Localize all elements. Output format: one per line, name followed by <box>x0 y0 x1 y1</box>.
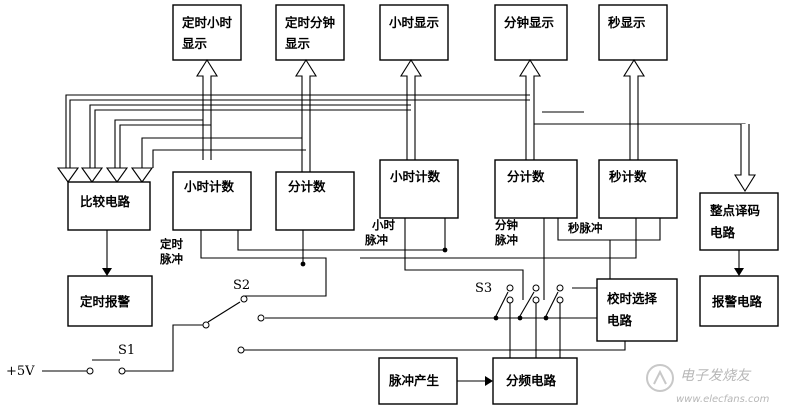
pulse-gen-label: 脉冲产生 <box>388 373 440 388</box>
timer-pulse-label-2: 脉冲 <box>159 252 183 266</box>
switch-s3-label: S3 <box>475 281 492 296</box>
timer-alarm-label: 定时报警 <box>79 294 131 309</box>
bus-arrow-timer-min <box>295 58 317 100</box>
pulse-gen-block: 脉冲产生 <box>378 357 458 405</box>
watermark-url: www.elecfans.com <box>676 394 770 405</box>
timer-min-display-label-1: 定时分钟 <box>284 15 335 30</box>
timer-min-display-block: 定时分钟 显示 <box>275 4 345 61</box>
min-display-label: 分钟显示 <box>504 15 555 30</box>
chime-decode-block: 整点译码 电路 <box>699 192 779 251</box>
supply-label: +5V <box>6 364 35 379</box>
sec-count-block: 秒计数 <box>598 159 678 219</box>
timer-hour-display-block: 定时小时 显示 <box>172 4 242 61</box>
chime-to-alarm-arrowhead <box>734 268 744 276</box>
hour-count-block: 小时计数 <box>379 159 459 219</box>
hour-pulse-label-1: 小时 <box>371 218 395 232</box>
divider-label: 分频电路 <box>506 373 557 388</box>
timer-hour-display-label-2: 显示 <box>182 36 208 51</box>
compare-to-alarm-arrowhead <box>102 268 112 276</box>
timer-min-count-label: 分计数 <box>288 179 326 194</box>
compare-input-arrows <box>56 167 154 183</box>
hour-pulse-label-2: 脉冲 <box>364 233 388 247</box>
sec-count-label: 秒计数 <box>609 169 647 184</box>
hour-count-label: 小时计数 <box>389 169 441 184</box>
bus-arrow-chime <box>734 124 756 193</box>
time-select-label-1: 校时选择 <box>607 291 658 306</box>
chime-decode-label-1: 整点译码 <box>710 203 760 218</box>
switch-s1-label: S1 <box>118 343 135 358</box>
compare-block: 比较电路 <box>67 181 151 231</box>
timer-hour-display-label-1: 定时小时 <box>181 15 233 30</box>
hour-display-label: 小时显示 <box>388 15 440 30</box>
alarm-circuit-label: 报警电路 <box>712 294 763 309</box>
min-pulse-label-1: 分钟 <box>495 218 518 232</box>
bus-arrow-sec <box>623 58 645 160</box>
signal-wiring <box>42 218 661 372</box>
compare-label: 比较电路 <box>80 194 131 209</box>
bus-arrow-timer-hour <box>196 58 218 100</box>
compare-feedback-bus <box>65 94 746 175</box>
divider-block: 分频电路 <box>492 357 578 405</box>
min-display-block: 分钟显示 <box>494 4 568 61</box>
timer-min-display-label-2: 显示 <box>285 36 311 51</box>
timer-min-count-block: 分计数 <box>275 171 355 231</box>
pulse-to-divider-arrowhead <box>485 376 493 386</box>
time-select-label-2: 电路 <box>607 313 633 328</box>
min-count-block: 分计数 <box>494 159 578 219</box>
hour-display-block: 小时显示 <box>379 4 449 61</box>
timer-pulse-label-1: 定时 <box>160 237 183 251</box>
timer-hour-count-block: 小时计数 <box>172 171 252 231</box>
min-pulse-label-2: 脉冲 <box>494 233 518 247</box>
junction-dots <box>300 247 549 321</box>
bus-arrow-min <box>519 58 541 160</box>
watermark-logo <box>646 364 674 392</box>
watermark-text: 电子发烧友 <box>680 368 752 384</box>
switch-s2-label: S2 <box>233 278 250 293</box>
switch-terminals <box>86 284 564 375</box>
min-count-label: 分计数 <box>507 169 545 184</box>
sec-display-block: 秒显示 <box>598 4 668 61</box>
time-select-block: 校时选择 电路 <box>596 278 678 342</box>
sec-pulse-label: 秒脉冲 <box>568 221 603 235</box>
chime-decode-label-2: 电路 <box>710 225 736 240</box>
timer-hour-count-label: 小时计数 <box>183 179 235 194</box>
timer-alarm-block: 定时报警 <box>67 275 153 327</box>
sec-display-label: 秒显示 <box>608 15 646 30</box>
alarm-circuit-block: 报警电路 <box>699 275 779 327</box>
